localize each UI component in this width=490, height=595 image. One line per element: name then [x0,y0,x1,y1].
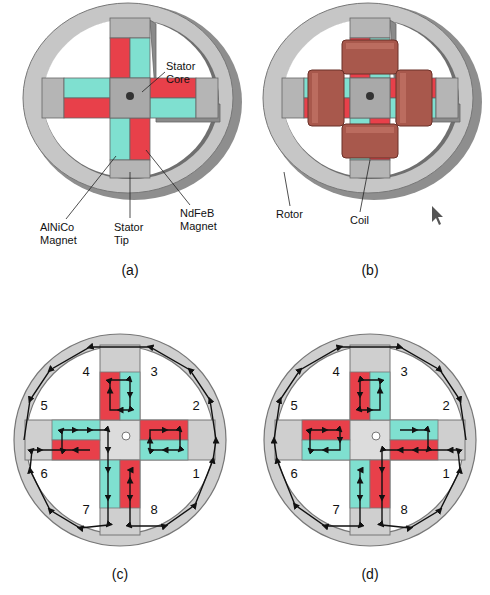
callout-number: 8 [400,503,407,518]
callout-number: 4 [82,365,89,380]
part-label: Stator Core [166,60,208,85]
callout-number: 4 [332,365,339,380]
part-label: Coil [350,214,369,227]
part-label: NdFeB Magnet [180,207,228,232]
callout-number: 6 [40,467,47,482]
callout-number: 5 [290,399,297,414]
callout-number: 6 [290,467,297,482]
subfigure-label: (c) [112,566,128,582]
callout-number: 3 [150,365,157,380]
subfigure-label: (a) [121,262,138,278]
part-label: Stator Tip [114,221,156,246]
callout-number: 1 [192,467,199,482]
subfigure-label: (d) [361,566,378,582]
part-label: Rotor [276,208,303,221]
callout-number: 5 [40,399,47,414]
callout-number: 1 [442,467,449,482]
callout-number: 7 [82,503,89,518]
subfigure-label: (b) [361,262,378,278]
callout-number: 7 [332,503,339,518]
callout-number: 2 [192,399,199,414]
callout-number: 3 [400,365,407,380]
callout-number: 2 [442,399,449,414]
callout-number: 8 [150,503,157,518]
part-label: AlNiCo Magnet [40,221,86,246]
